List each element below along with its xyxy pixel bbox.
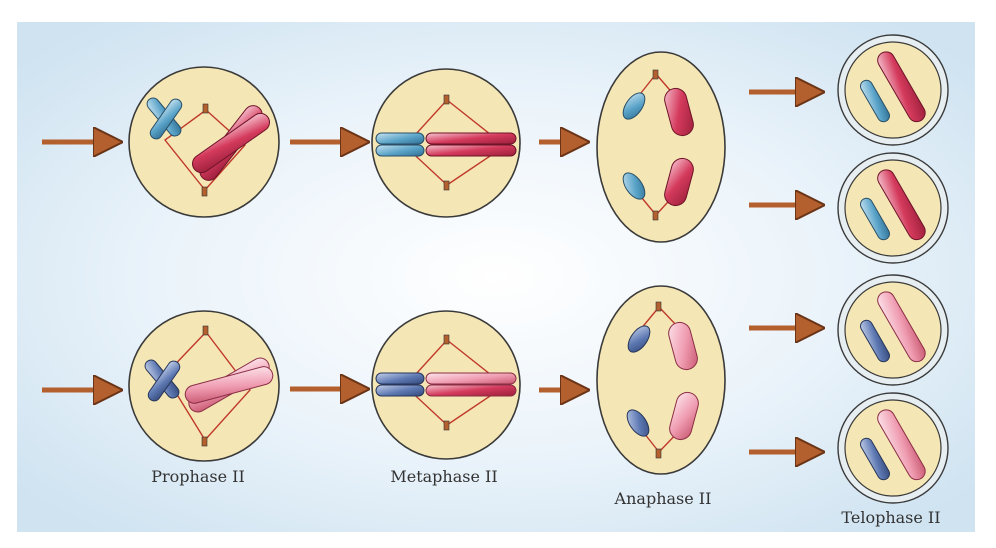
blue-chromosome bbox=[375, 132, 425, 157]
centriole bbox=[201, 186, 208, 197]
prophase-label: Prophase II bbox=[151, 467, 245, 486]
telophase-cell-4 bbox=[837, 392, 949, 504]
pink-chromosome bbox=[425, 372, 517, 397]
blue-chromatid bbox=[622, 92, 646, 200]
telophase-cell-1 bbox=[837, 34, 949, 146]
pink-chromatid bbox=[668, 321, 699, 441]
anaphase-cell-bottom bbox=[596, 285, 726, 475]
prophase-cell-bottom bbox=[128, 310, 280, 462]
centriole bbox=[655, 301, 662, 312]
telophase-cell-2 bbox=[837, 152, 949, 264]
red-chromosome bbox=[192, 105, 270, 181]
anaphase-label: Anaphase II bbox=[614, 489, 712, 508]
telophase-label: Telophase II bbox=[841, 508, 941, 527]
metaphase-cell-top bbox=[371, 68, 521, 218]
telophase-cell-3 bbox=[837, 274, 949, 386]
metaphase-cell-bottom bbox=[371, 310, 521, 460]
centriole bbox=[443, 180, 450, 191]
centriole bbox=[443, 334, 450, 345]
centriole bbox=[202, 325, 209, 336]
metaphase-label: Metaphase II bbox=[390, 467, 498, 486]
blue-chromatid bbox=[626, 325, 651, 437]
blue-chromosome bbox=[146, 97, 183, 140]
centriole bbox=[655, 448, 662, 459]
blue-chromosome bbox=[375, 372, 425, 397]
pink-chromosome bbox=[184, 357, 274, 413]
centriole bbox=[201, 436, 208, 447]
blue-chromosome bbox=[144, 359, 181, 402]
centriole bbox=[652, 210, 659, 221]
anaphase-cell-top bbox=[596, 51, 726, 243]
spindle bbox=[163, 109, 246, 191]
centriole bbox=[202, 103, 209, 114]
red-chromosome bbox=[425, 132, 517, 157]
centriole bbox=[443, 94, 450, 105]
red-chromatid bbox=[664, 87, 694, 207]
arrows bbox=[42, 92, 805, 452]
centriole bbox=[652, 69, 659, 80]
prophase-cell-top bbox=[128, 66, 280, 218]
centriole bbox=[443, 420, 450, 431]
